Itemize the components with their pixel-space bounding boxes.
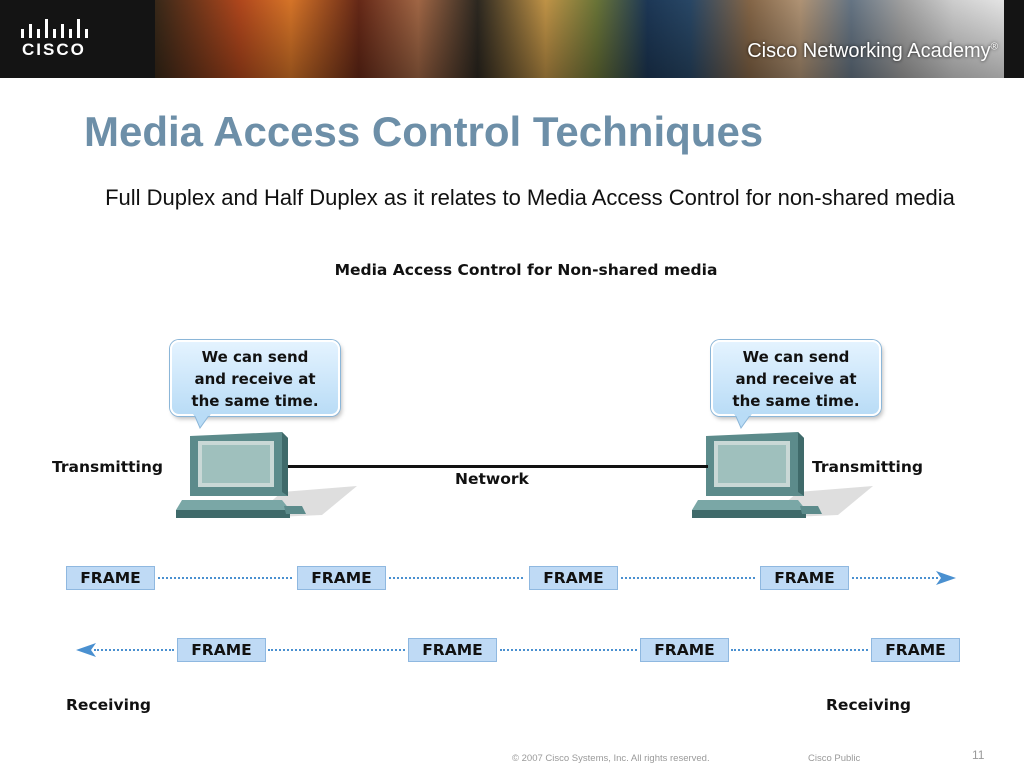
- network-label: Network: [455, 470, 529, 488]
- arrow-right-icon: [936, 571, 956, 585]
- right-computer-icon: [692, 432, 873, 518]
- cisco-logo-text: CISCO: [22, 40, 86, 59]
- frame-top-4: FRAME: [760, 566, 849, 590]
- page-title: Media Access Control Techniques: [84, 108, 764, 155]
- right-bubble-tail: [734, 414, 752, 430]
- dotted-link: [389, 577, 523, 579]
- dotted-link: [94, 649, 174, 651]
- dotted-link: [852, 577, 938, 579]
- page-number: 11: [972, 748, 985, 762]
- right-receiving-label: Receiving: [826, 696, 912, 714]
- right-transmitting-label: Transmitting: [812, 458, 923, 476]
- dotted-link: [731, 649, 868, 651]
- frame-bottom-4: FRAME: [871, 638, 960, 662]
- left-speech-bubble: We can send and receive at the same time…: [170, 340, 340, 416]
- cisco-bridge-icon: [21, 19, 88, 38]
- network-link: [288, 465, 708, 468]
- left-receiving-label: Receiving: [66, 696, 152, 714]
- dotted-link: [268, 649, 405, 651]
- frame-bottom-2: FRAME: [408, 638, 497, 662]
- slide-subtitle: Full Duplex and Half Duplex as it relate…: [105, 185, 955, 210]
- dotted-link: [500, 649, 637, 651]
- header-banner: CISCO Cisco Networking Academy®: [0, 0, 1024, 78]
- frame-top-2: FRAME: [297, 566, 386, 590]
- frame-bottom-3: FRAME: [640, 638, 729, 662]
- left-computer-icon: [176, 432, 357, 518]
- left-transmitting-label: Transmitting: [52, 458, 163, 476]
- left-bubble-tail: [193, 414, 211, 430]
- academy-title: Cisco Networking Academy®: [747, 40, 998, 62]
- arrow-left-icon: [76, 643, 96, 657]
- diagram-title: Media Access Control for Non-shared medi…: [334, 261, 718, 279]
- footer-copyright: © 2007 Cisco Systems, Inc. All rights re…: [512, 753, 710, 764]
- frame-bottom-1: FRAME: [177, 638, 266, 662]
- dotted-link: [158, 577, 292, 579]
- right-speech-bubble: We can send and receive at the same time…: [711, 340, 881, 416]
- dotted-link: [621, 577, 755, 579]
- footer-classification: Cisco Public: [808, 753, 861, 764]
- frame-top-1: FRAME: [66, 566, 155, 590]
- banner-photo-strip: [155, 0, 1004, 78]
- frame-top-3: FRAME: [529, 566, 618, 590]
